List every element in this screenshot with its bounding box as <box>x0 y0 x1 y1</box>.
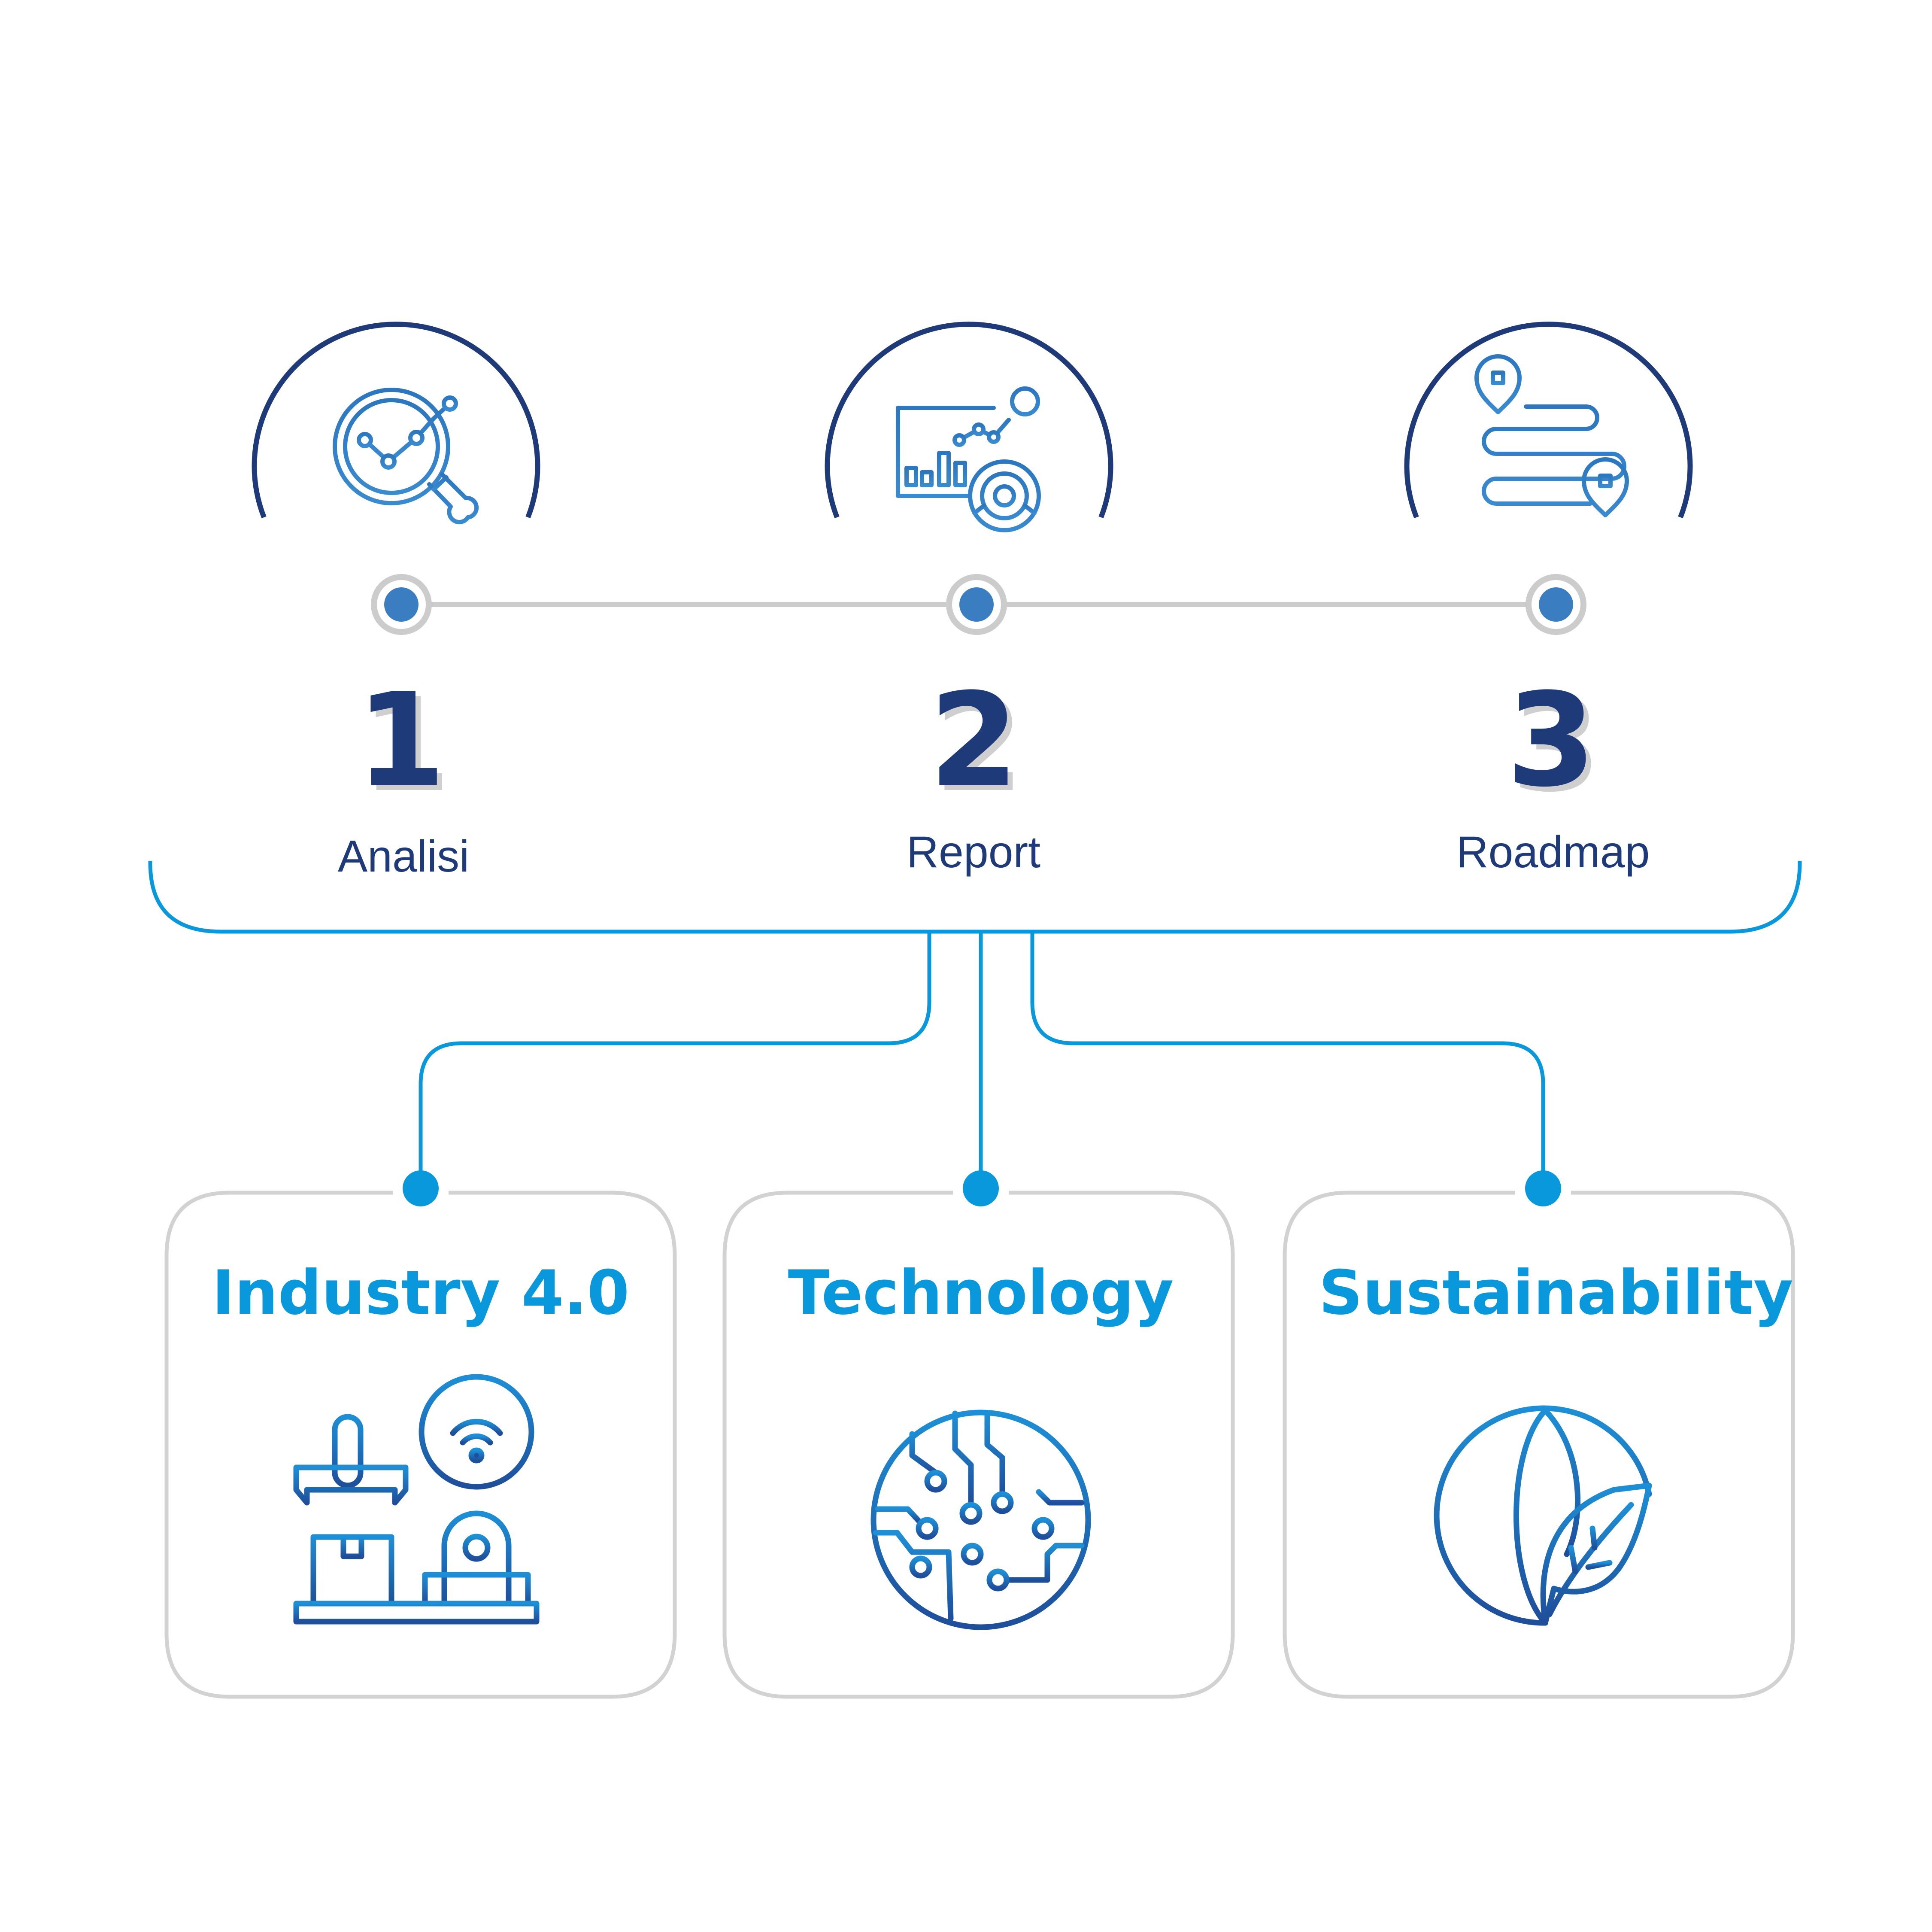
step-number-1: 1 <box>356 665 444 815</box>
card-title-sustainability: Sustainability <box>1319 1258 1793 1328</box>
timeline-dot-3[interactable] <box>1526 574 1586 635</box>
circuit-globe-icon <box>870 1410 1091 1630</box>
step-arc-1 <box>252 322 540 519</box>
timeline-dot-1[interactable] <box>371 574 432 635</box>
card-connector-dot <box>403 1170 439 1206</box>
step-number-2: 2 <box>929 665 1017 815</box>
roadmap-path-icon <box>1474 354 1629 517</box>
step-number-shadow-3: 3 <box>1512 671 1600 820</box>
card-technology[interactable] <box>722 1170 1235 1699</box>
step-label-roadmap: Roadmap <box>1456 827 1650 877</box>
steps-bracket <box>148 861 1802 934</box>
step-number-3: 3 <box>1507 665 1595 815</box>
step-label-analisi: Analisi <box>338 832 469 881</box>
card-title-technology: Technology <box>788 1258 1174 1328</box>
analysis-magnifier-icon <box>333 388 479 525</box>
step-arc-3 <box>1404 322 1693 519</box>
step-number-shadow-1: 1 <box>361 671 449 820</box>
report-dashboard-icon <box>896 386 1041 532</box>
robotic-arm-icon <box>293 1374 540 1625</box>
timeline-dot-2[interactable] <box>946 574 1007 635</box>
card-title-industry: Industry 4.0 <box>212 1258 630 1328</box>
step-number-shadow-2: 2 <box>934 671 1022 820</box>
step-label-report: Report <box>907 827 1040 877</box>
globe-leaf-icon <box>1434 1405 1652 1626</box>
connector-industry <box>419 932 931 1185</box>
card-sustainability[interactable] <box>1283 1170 1795 1699</box>
step-arc-2 <box>825 322 1113 519</box>
card-connector-dot <box>963 1170 999 1206</box>
connector-sustainability <box>1030 932 1545 1185</box>
card-connector-dot <box>1525 1170 1561 1206</box>
